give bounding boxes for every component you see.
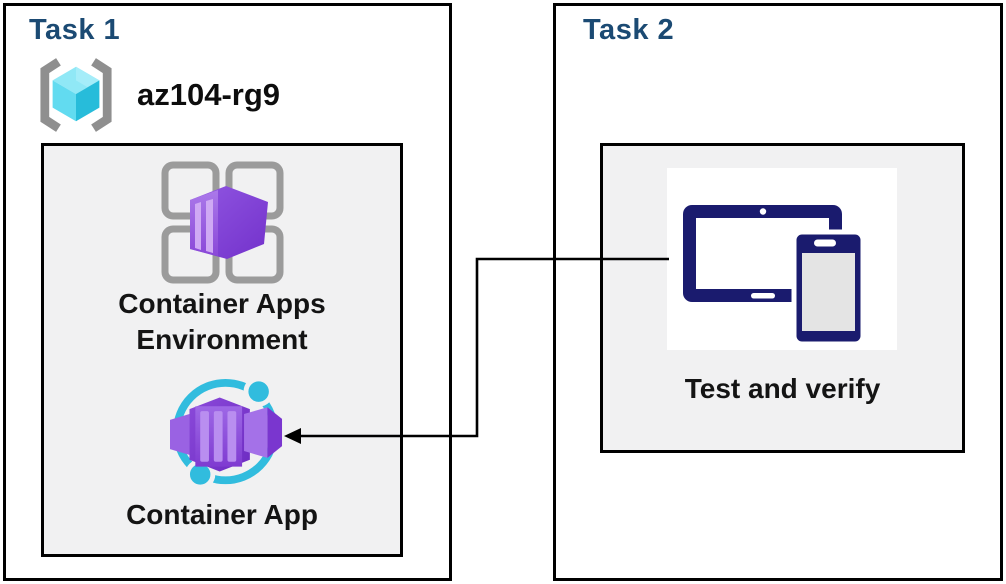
devices-icon [683,205,866,347]
container-apps-environment-icon [161,161,284,284]
task2-title: Task 2 [583,14,675,46]
container-app-label: Container App [126,499,318,530]
resource-group-icon [40,58,112,132]
resource-group: az104-rg9 [33,57,280,133]
task2-inner-panel: Test and verify [600,143,965,453]
task2-box: Task 2 Test and verify [553,3,1003,581]
test-and-verify-label: Test and verify [684,373,881,404]
task1-title: Task 1 [29,14,121,46]
task1-inner-panel: Container Apps Environment [41,143,403,557]
container-app-icon [170,377,283,490]
environment-label: Container Apps Environment [118,288,326,355]
test-and-verify-node [667,168,897,350]
resource-group-name: az104-rg9 [137,77,281,112]
task1-box: Task 1 az104-rg9 [3,3,452,581]
